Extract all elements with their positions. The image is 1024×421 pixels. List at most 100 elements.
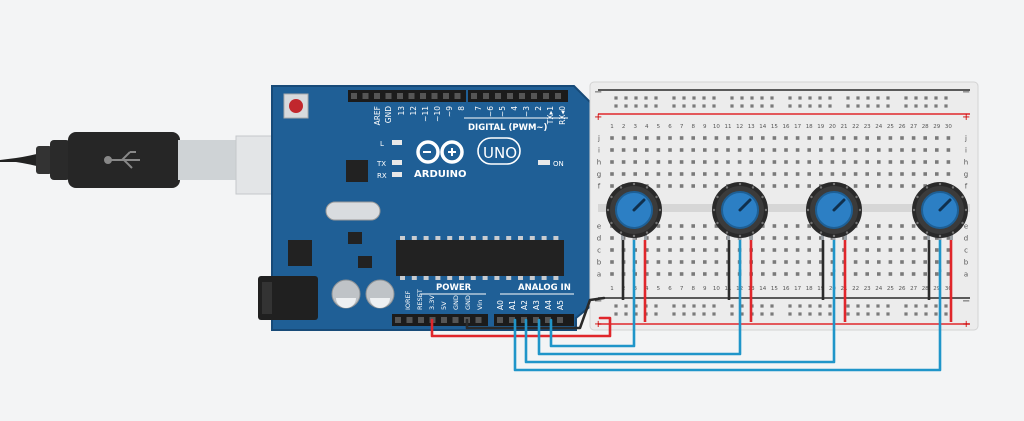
breadboard-hole[interactable] (714, 172, 719, 176)
header-hole[interactable] (521, 317, 527, 323)
breadboard-hole[interactable] (668, 184, 672, 188)
rail-hole[interactable] (730, 312, 734, 316)
breadboard-hole[interactable] (679, 224, 684, 228)
header-hole[interactable] (385, 93, 392, 99)
header-hole[interactable] (555, 93, 561, 99)
rail-hole[interactable] (760, 312, 764, 316)
breadboard-hole[interactable] (911, 160, 916, 164)
breadboard-hole[interactable] (772, 184, 777, 188)
rail-hole[interactable] (914, 104, 918, 108)
rail-hole[interactable] (818, 312, 822, 316)
rail-hole[interactable] (702, 312, 706, 316)
breadboard-hole[interactable] (726, 172, 730, 176)
rail-hole[interactable] (614, 104, 618, 108)
breadboard-hole[interactable] (784, 248, 788, 252)
rail-hole[interactable] (712, 312, 716, 316)
breadboard-hole[interactable] (679, 260, 684, 264)
rail-hole[interactable] (934, 304, 938, 308)
breadboard-hole[interactable] (842, 172, 846, 176)
breadboard-hole[interactable] (865, 248, 869, 252)
breadboard-hole[interactable] (853, 136, 858, 140)
rail-hole[interactable] (740, 96, 744, 100)
breadboard-hole[interactable] (621, 172, 626, 176)
rail-hole[interactable] (934, 104, 938, 108)
breadboard-hole[interactable] (888, 136, 893, 140)
breadboard-hole[interactable] (703, 160, 707, 164)
rail-hole[interactable] (904, 312, 908, 316)
rail-hole[interactable] (944, 96, 948, 100)
breadboard-hole[interactable] (946, 172, 951, 176)
breadboard-hole[interactable] (911, 172, 916, 176)
breadboard-hole[interactable] (888, 224, 893, 228)
breadboard-hole[interactable] (935, 148, 939, 152)
rail-hole[interactable] (770, 96, 774, 100)
header-hole[interactable] (362, 93, 369, 99)
breadboard-hole[interactable] (737, 148, 742, 152)
breadboard-hole[interactable] (946, 148, 951, 152)
breadboard-hole[interactable] (645, 148, 649, 152)
header-hole[interactable] (443, 93, 449, 99)
rail-hole[interactable] (770, 304, 774, 308)
breadboard-hole[interactable] (853, 160, 858, 164)
breadboard-hole[interactable] (691, 248, 695, 252)
rail-hole[interactable] (914, 304, 918, 308)
rail-hole[interactable] (856, 312, 860, 316)
rail-hole[interactable] (876, 304, 880, 308)
breadboard-hole[interactable] (900, 260, 904, 264)
header-hole[interactable] (519, 93, 525, 99)
breadboard-hole[interactable] (656, 184, 661, 188)
breadboard-hole[interactable] (703, 148, 707, 152)
rail-hole[interactable] (624, 96, 628, 100)
breadboard-hole[interactable] (645, 272, 649, 276)
breadboard-hole[interactable] (923, 260, 927, 264)
breadboard-hole[interactable] (911, 236, 916, 240)
breadboard-hole[interactable] (830, 136, 835, 140)
breadboard-hole[interactable] (749, 172, 753, 176)
breadboard-hole[interactable] (703, 248, 707, 252)
breadboard-hole[interactable] (656, 148, 661, 152)
breadboard-hole[interactable] (668, 224, 672, 228)
rail-hole[interactable] (644, 96, 648, 100)
breadboard-hole[interactable] (772, 272, 777, 276)
breadboard-hole[interactable] (656, 236, 661, 240)
breadboard-hole[interactable] (888, 172, 893, 176)
rail-hole[interactable] (760, 104, 764, 108)
breadboard-hole[interactable] (819, 260, 823, 264)
rail-hole[interactable] (808, 96, 812, 100)
rail-hole[interactable] (730, 304, 734, 308)
breadboard-hole[interactable] (726, 136, 730, 140)
breadboard-hole[interactable] (668, 248, 672, 252)
breadboard-hole[interactable] (923, 148, 927, 152)
rail-hole[interactable] (672, 96, 676, 100)
breadboard-hole[interactable] (610, 260, 614, 264)
rail-hole[interactable] (624, 104, 628, 108)
rail-hole[interactable] (886, 96, 890, 100)
breadboard-hole[interactable] (679, 136, 684, 140)
rail-hole[interactable] (654, 304, 658, 308)
breadboard-hole[interactable] (911, 248, 916, 252)
rail-hole[interactable] (924, 312, 928, 316)
breadboard-hole[interactable] (714, 224, 719, 228)
rail-hole[interactable] (818, 104, 822, 108)
header-hole[interactable] (406, 317, 413, 323)
breadboard-hole[interactable] (784, 224, 788, 228)
rail-hole[interactable] (634, 304, 638, 308)
breadboard-hole[interactable] (807, 160, 811, 164)
breadboard-hole[interactable] (946, 160, 951, 164)
rail-hole[interactable] (682, 312, 686, 316)
breadboard-hole[interactable] (633, 160, 637, 164)
breadboard-hole[interactable] (610, 272, 614, 276)
breadboard-hole[interactable] (795, 172, 800, 176)
breadboard-hole[interactable] (784, 136, 788, 140)
breadboard-hole[interactable] (865, 148, 869, 152)
breadboard-hole[interactable] (761, 260, 765, 264)
breadboard-hole[interactable] (679, 160, 684, 164)
breadboard-hole[interactable] (946, 272, 951, 276)
breadboard-hole[interactable] (621, 148, 626, 152)
breadboard-hole[interactable] (714, 184, 719, 188)
breadboard-hole[interactable] (714, 148, 719, 152)
breadboard-hole[interactable] (888, 148, 893, 152)
breadboard-hole[interactable] (610, 148, 614, 152)
breadboard-hole[interactable] (865, 272, 869, 276)
breadboard-hole[interactable] (888, 184, 893, 188)
